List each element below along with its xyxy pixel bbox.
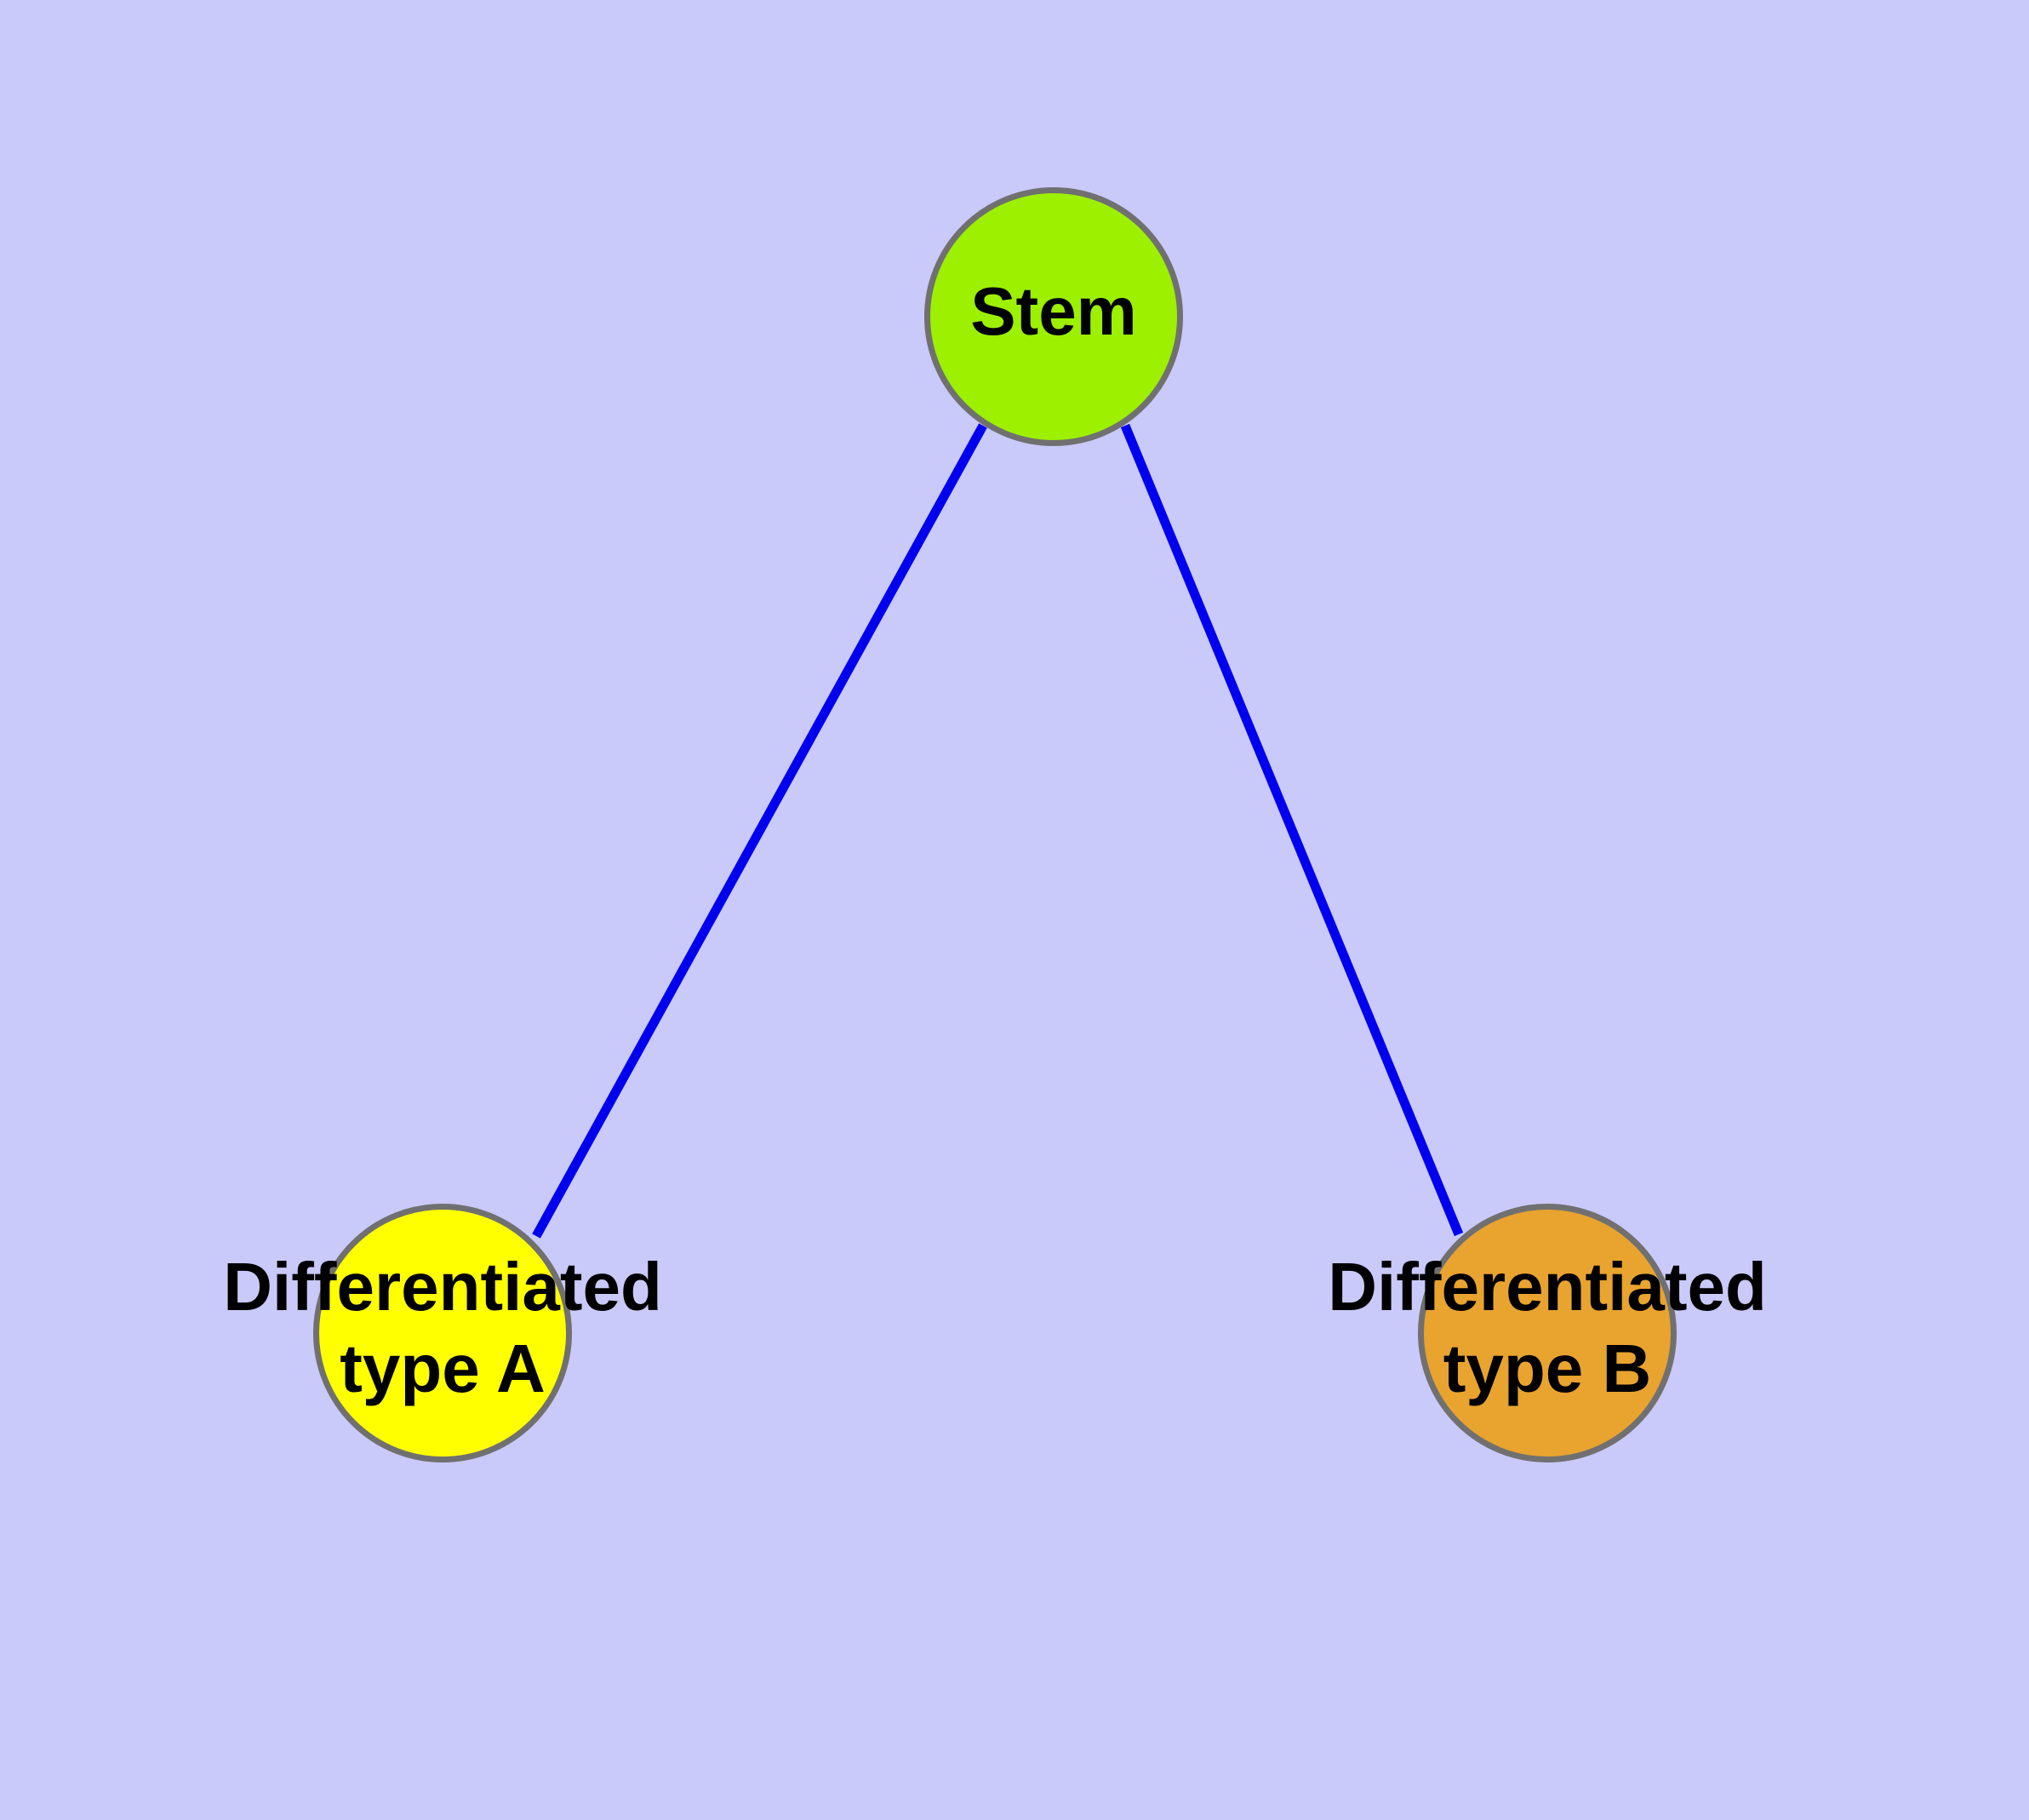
edge-layer: [532, 423, 1464, 1239]
node-label-line: Differentiated: [1328, 1249, 1767, 1325]
node-stem-label: Stem: [970, 273, 1137, 349]
node-label-line: type B: [1443, 1331, 1652, 1406]
edge-stem-to-differentiated-type-a[interactable]: [532, 423, 987, 1239]
node-label-line: type A: [340, 1331, 546, 1406]
node-label-line: Differentiated: [223, 1249, 662, 1325]
node-stem[interactable]: Stem: [924, 187, 1183, 446]
node-differentiated-type-b-circle[interactable]: [1418, 1204, 1677, 1462]
node-stem-circle[interactable]: [924, 187, 1183, 446]
edge-stem-to-differentiated-type-b[interactable]: [1120, 423, 1464, 1237]
node-differentiated-type-a-circle[interactable]: [313, 1204, 572, 1462]
node-label-line: Stem: [970, 273, 1137, 349]
